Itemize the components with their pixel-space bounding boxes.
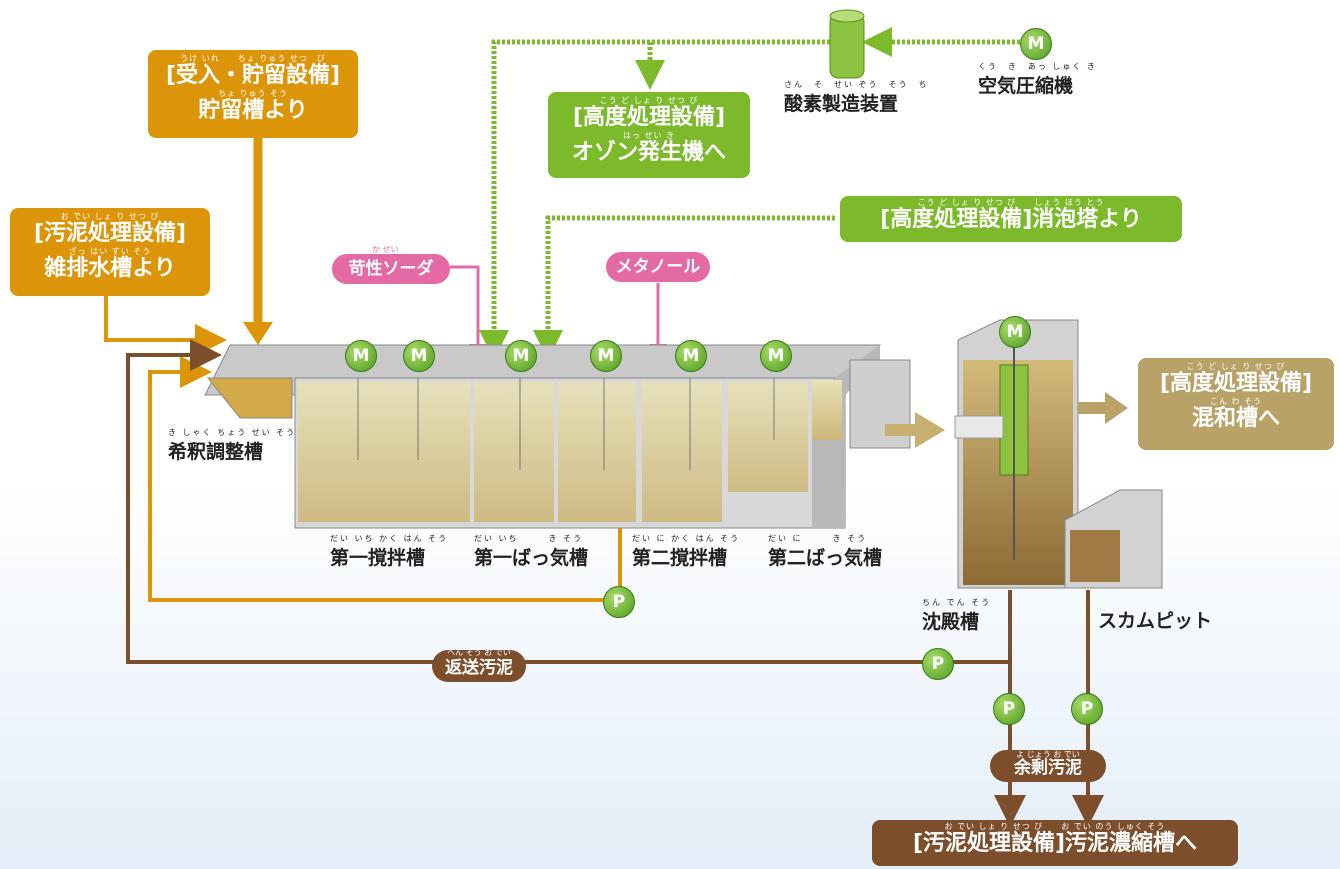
mixing-line2: 混和槽へ (1191, 406, 1280, 431)
return-ruby: へん そう お でい (447, 648, 511, 657)
excess-text: 余剰汚泥 (1014, 758, 1082, 778)
settling-ruby: ちん でん そう (922, 598, 992, 607)
stir1-label: だい いち かく はん そう 第一撹拌槽 (330, 534, 448, 570)
excess-ruby: よ じょう お でい (1016, 750, 1080, 759)
motor-icon: M (760, 340, 792, 372)
motor-icon: M (403, 340, 435, 372)
pump-icon: P (993, 693, 1025, 725)
stir2-ruby: だい に かく はん そう (632, 534, 741, 543)
dilution-text: 希釈調整槽 (168, 441, 264, 463)
compressor-label: くう き あっ しゅく き 空気圧縮機 (978, 62, 1097, 98)
storage-source-box: うけ いれ ちょ りゅう せつ び [受入・貯留設備] ちょ りゅう そう 貯留… (148, 50, 358, 138)
sludge-line1: [汚泥処理設備] (33, 221, 187, 246)
compressor-text: 空気圧縮機 (978, 75, 1074, 97)
storage-ruby1: うけ いれ ちょ りゅう せつ び (180, 54, 326, 63)
oxygen-generator-label: さん そ せい ぞう そう ち 酸素製造装置 (784, 80, 929, 116)
stir2-text: 第二撹拌槽 (632, 547, 728, 569)
dilution-tank-label: き しゃく ちょう せい そう 希釈調整槽 (168, 428, 296, 464)
mixing-ruby2: こん わ そう (1209, 397, 1263, 406)
oxygen-ruby: さん そ せい ぞう そう ち (784, 80, 929, 89)
aer1-ruby: だい いち き そう (474, 534, 584, 543)
ozone-line2: オゾン発生機へ (571, 140, 726, 165)
oxygen-text: 酸素製造装置 (784, 93, 899, 115)
defoam-source-box: こう ど しょ り せつ び しょう ほう とう [高度処理設備]消泡塔より (840, 196, 1182, 242)
stir1-text: 第一撹拌槽 (330, 547, 426, 569)
motor-icon: M (590, 340, 622, 372)
sludge-ruby1: お でい しょ り せつ び (60, 212, 160, 221)
oxygen-lines (479, 27, 1020, 360)
stir1-ruby: だい いち かく はん そう (330, 534, 449, 543)
motor-icon: M (675, 340, 707, 372)
methanol-label: メタノール (606, 252, 710, 282)
stir2-label: だい に かく はん そう 第二撹拌槽 (632, 534, 740, 570)
storage-line2: 貯留槽より (198, 98, 308, 123)
mixing-destination-box: こう ど しょ り せつ び [高度処理設備] こん わ そう 混和槽へ (1138, 358, 1334, 450)
caustic-ruby: か せい (372, 245, 399, 254)
scum-pit-label: スカムピット (1098, 610, 1213, 632)
caustic-soda-label: 苛性ソーダ (332, 254, 450, 284)
mixing-ruby1: こう ど しょ り せつ び (1186, 362, 1286, 371)
motor-icon: M (345, 340, 377, 372)
settling-tank-label: ちん でん そう 沈殿槽 (922, 598, 991, 634)
storage-line1: [受入・貯留設備] (165, 63, 341, 88)
ozone-destination-box: こう ど しょ り せつ び [高度処理設備] はっ せい き オゾン発生機へ (548, 92, 750, 178)
reactor-tank (204, 344, 911, 529)
oxygen-generator-shape (829, 9, 865, 79)
defoam-line: [高度処理設備]消泡塔より (880, 207, 1142, 232)
return-sludge-label: へん そう お でい 返送汚泥 (432, 648, 526, 682)
excess-sludge-label: よ じょう お でい 余剰汚泥 (990, 750, 1106, 782)
aeration2-label: だい に き そう 第二ばっ気槽 (768, 534, 882, 570)
aer2-ruby: だい に き そう (768, 534, 868, 543)
storage-ruby2: ちょ りゅう そう (217, 89, 289, 98)
pump-icon: P (922, 648, 954, 680)
sludge-treatment-source-box: お でい しょ り せつ び [汚泥処理設備] ざっ はい すい そう 雑排水槽… (10, 208, 210, 296)
ozone-ruby2: はっ せい き (622, 131, 676, 140)
aer1-text: 第一ばっ気槽 (474, 547, 589, 569)
compressor-motor-icon: M (1020, 28, 1052, 60)
aer2-text: 第二ばっ気槽 (768, 547, 883, 569)
motor-icon: M (999, 316, 1031, 348)
ozone-line1: [高度処理設備] (572, 105, 726, 130)
thickener-destination-box: お でい しょ り せつ び お でい のう しゅく そう [汚泥処理設備]汚泥… (872, 820, 1238, 866)
sludge-line2: 雑排水槽より (44, 256, 176, 281)
mixing-line1: [高度処理設備] (1159, 371, 1313, 396)
return-text: 返送汚泥 (445, 658, 513, 678)
settling-text: 沈殿槽 (922, 611, 980, 633)
defoam-ruby: こう ど しょ り せつ び しょう ほう とう (917, 198, 1105, 207)
compressor-ruby: くう き あっ しゅく き (978, 62, 1097, 71)
settling-tank (954, 319, 1163, 589)
pump-icon: P (1071, 693, 1103, 725)
aeration1-label: だい いち き そう 第一ばっ気槽 (474, 534, 588, 570)
dilution-ruby: き しゃく ちょう せい そう (168, 428, 297, 437)
thickener-line: [汚泥処理設備]汚泥濃縮槽へ (912, 831, 1198, 856)
motor-icon: M (505, 340, 537, 372)
pump-icon: P (603, 586, 635, 618)
thickener-ruby: お でい しょ り せつ び お でい のう しゅく そう (944, 822, 1166, 831)
ozone-ruby1: こう ど しょ り せつ び (599, 96, 699, 105)
sludge-ruby2: ざっ はい すい そう (68, 247, 152, 256)
